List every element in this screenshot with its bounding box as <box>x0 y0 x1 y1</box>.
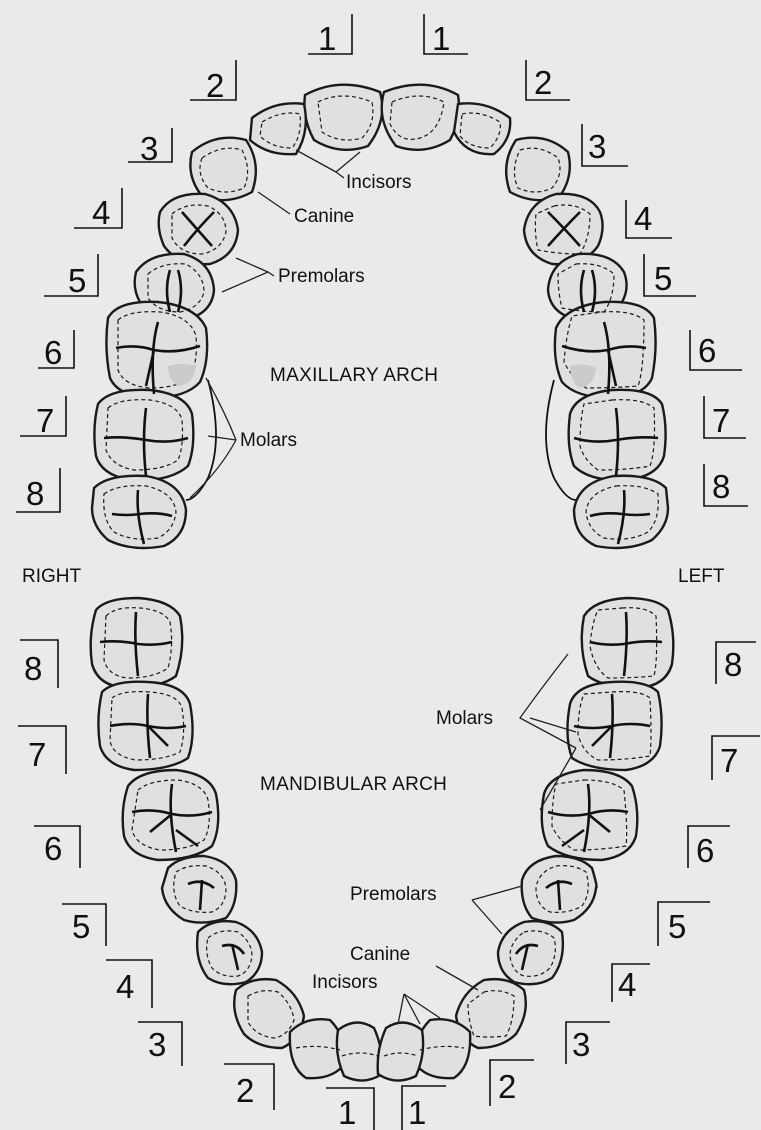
tooth-number-ur-2: 2 <box>206 67 224 104</box>
tooth-number-ll-8: 8 <box>724 646 742 683</box>
tooth-number-ul-8: 8 <box>712 468 730 505</box>
tooth-number-ll-3: 3 <box>572 1026 590 1063</box>
tooth-number-ul-7: 7 <box>712 402 730 439</box>
tooth-number-ul-6: 6 <box>698 332 716 369</box>
tooth-number-ur-6: 6 <box>44 334 62 371</box>
tooth-number-ur-5: 5 <box>68 262 86 299</box>
tooth-lower-right-1 <box>337 1022 382 1080</box>
tooth-number-lr-4: 4 <box>116 968 134 1005</box>
lower-premolars-label: Premolars <box>350 884 437 905</box>
upper-canine-label: Canine <box>294 206 354 227</box>
upper-incisors-label: Incisors <box>346 172 411 193</box>
tooth-number-lr-3: 3 <box>148 1026 166 1063</box>
upper-molars-label: Molars <box>240 430 297 451</box>
tooth-lower-left-4 <box>498 921 563 984</box>
left-side-label: LEFT <box>678 566 725 587</box>
tooth-number-ul-2: 2 <box>534 64 552 101</box>
lower-canine-label: Canine <box>350 944 410 965</box>
tooth-number-ll-4: 4 <box>618 966 636 1003</box>
tooth-number-lr-1: 1 <box>338 1094 356 1130</box>
tooth-number-ul-5: 5 <box>654 260 672 297</box>
tooth-number-ll-5: 5 <box>668 908 686 945</box>
tooth-upper-right-2 <box>250 103 306 154</box>
tooth-number-lr-8: 8 <box>24 650 42 687</box>
tooth-number-ll-6: 6 <box>696 832 714 869</box>
tooth-number-ur-3: 3 <box>140 130 158 167</box>
tooth-upper-left-2 <box>454 103 510 154</box>
tooth-number-lr-6: 6 <box>44 830 62 867</box>
tooth-number-ul-1: 1 <box>432 20 450 57</box>
tooth-number-ur-8: 8 <box>26 475 44 512</box>
tooth-number-ur-1: 1 <box>318 20 336 57</box>
tooth-number-lr-7: 7 <box>28 736 46 773</box>
tooth-number-lr-5: 5 <box>72 908 90 945</box>
mandibular-arch-label: MANDIBULAR ARCH <box>260 774 447 795</box>
tooth-number-ul-3: 3 <box>588 128 606 165</box>
maxillary-arch-label: MAXILLARY ARCH <box>270 365 438 386</box>
tooth-number-ll-2: 2 <box>498 1068 516 1105</box>
tooth-number-ur-4: 4 <box>92 194 110 231</box>
tooth-upper-left-1 <box>382 85 459 150</box>
tooth-number-ll-7: 7 <box>720 742 738 779</box>
right-side-label: RIGHT <box>22 566 82 587</box>
lower-incisors-label: Incisors <box>312 972 377 993</box>
tooth-upper-right-3 <box>190 138 255 200</box>
tooth-lower-left-1 <box>378 1022 423 1080</box>
tooth-number-lr-2: 2 <box>236 1072 254 1109</box>
tooth-number-ur-7: 7 <box>36 402 54 439</box>
tooth-number-ll-1: 1 <box>408 1094 426 1130</box>
lower-molars-label: Molars <box>436 708 493 729</box>
upper-premolars-label: Premolars <box>278 266 365 287</box>
tooth-number-ul-4: 4 <box>634 200 652 237</box>
